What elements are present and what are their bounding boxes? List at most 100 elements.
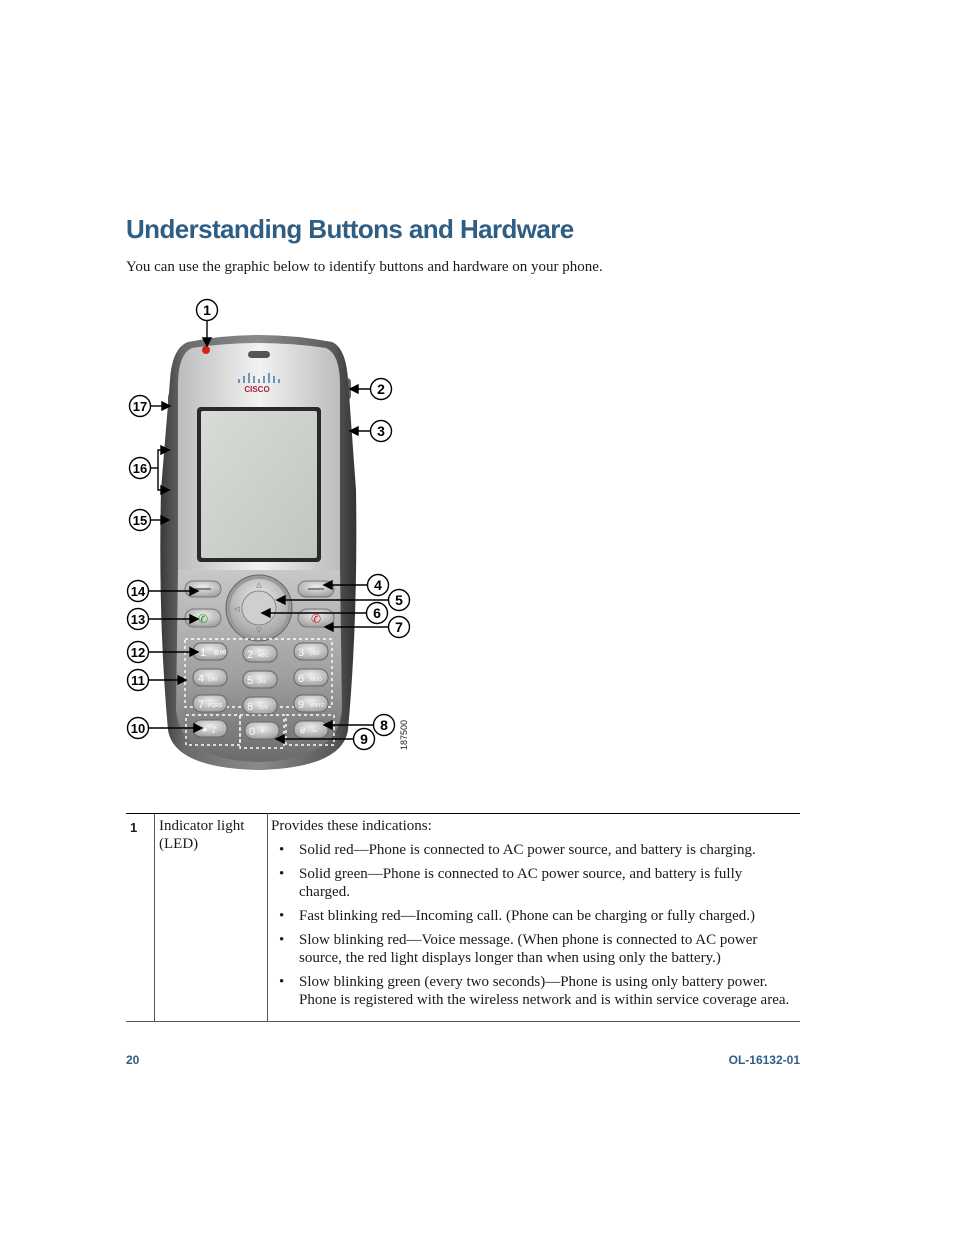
item-number: 1 [126,813,155,1022]
list-item: Slow blinking red—Voice message. (When p… [279,931,796,967]
key-3-letters: DEF [310,651,320,657]
answer-send-button [184,608,222,628]
keylock-icon: ⊸ [311,727,317,735]
callout-13 [126,607,150,631]
key-7 [192,694,228,713]
nav-left-arrow-icon: ◁ [234,605,240,613]
table-row: 1 Indicator light (LED) Provides these i… [126,813,800,1022]
list-item: Fast blinking red—Incoming call. (Phone … [279,907,796,925]
callout-7 [387,615,411,639]
key-9-label: 9 [298,699,304,711]
svg-text:8: 8 [380,717,388,733]
indicator-led [202,346,210,354]
bullet-list: Solid red—Phone is connected to AC power… [271,841,796,1009]
svg-text:10: 10 [131,721,145,736]
list-item: Solid red—Phone is connected to AC power… [279,841,796,859]
item-name: Indicator light (LED) [154,813,268,1022]
callout-12 [126,640,150,664]
nav-down-arrow-icon: ▽ [256,626,262,634]
callout-1 [195,298,219,322]
svg-text:9: 9 [360,731,368,747]
doc-id: OL-16132-01 [728,1053,800,1067]
callout-16 [128,456,152,480]
callout-8 [372,713,396,737]
display-screen [201,411,317,558]
phone-figure: CISCO △ ▽ ◁ ✆ ✆ 1 ⊚✉ 2 AB [118,290,428,780]
key-4-label: 4 [198,673,204,685]
svg-text:6: 6 [373,605,381,621]
key-1-label: 1 [200,647,206,659]
page-title: Understanding Buttons and Hardware [126,214,574,244]
key-3-label: 3 [298,647,304,659]
key-8 [242,696,278,715]
phone-green-icon: ✆ [198,612,208,626]
brand-label: CISCO [244,385,269,394]
list-item: Solid green—Phone is connected to AC pow… [279,865,796,901]
page-number: 20 [126,1053,140,1067]
key-pound [293,720,329,739]
key-5-letters: JKL [258,679,267,685]
key-5 [242,670,278,689]
svg-text:15: 15 [133,513,147,528]
key-7-letters: PQRS [208,703,223,709]
zero-key-highlight [239,714,285,749]
callout-4 [366,573,390,597]
svg-text:7: 7 [395,619,403,635]
svg-text:12: 12 [131,645,145,660]
key-8-letters: TUV [258,705,269,711]
key-6-label: 6 [298,673,304,685]
select-button [241,590,277,626]
svg-text:11: 11 [131,673,145,688]
callout-10 [126,716,150,740]
key-4 [192,668,228,687]
pound-key-highlight [285,714,335,746]
svg-text:13: 13 [131,612,145,627]
svg-text:14: 14 [131,584,146,599]
callout-6 [365,601,389,625]
key-pound-label: # [300,726,306,737]
callout-2 [369,377,393,401]
callout-5 [387,588,411,612]
key-2-label: 2 [247,649,253,661]
key-5-label: 5 [247,675,253,687]
figure-id: 187500 [399,719,409,750]
description-table: 1 Indicator light (LED) Provides these i… [126,813,800,1022]
intro-text: You can use the graphic below to identif… [126,259,603,275]
description-intro: Provides these indications: [271,818,432,834]
svg-text:17: 17 [133,399,147,414]
key-8-label: 8 [247,701,253,713]
key-2 [242,644,278,663]
keypad: 1 ⊚✉ 2 ABC 3 DEF 4 GHI 5 JKL 6 MNO 7 PQR… [192,642,329,740]
key-6 [293,668,329,687]
svg-text:4: 4 [374,577,382,593]
item-description: Provides these indications: Solid red—Ph… [267,813,800,1022]
key-6-letters: MNO [310,677,322,683]
callout-14 [126,579,150,603]
svg-text:5: 5 [395,592,403,608]
svg-text:2: 2 [377,381,385,397]
key-7-label: 7 [198,699,204,711]
callout-9 [352,727,376,751]
voicemail-icon: ⊚✉ [213,648,227,657]
callout-11 [126,668,150,692]
plus-icon: + [260,726,265,736]
callout-3 [369,419,393,443]
svg-text:3: 3 [377,423,385,439]
callout-17 [128,394,152,418]
svg-text:1: 1 [203,302,211,318]
key-0-label: 0 [249,726,255,738]
list-item: Slow blinking green (every two seconds)—… [279,973,796,1009]
key-9 [293,694,329,713]
key-4-letters: GHI [208,677,217,683]
callout-15 [128,508,152,532]
earpiece [248,351,270,358]
cisco-logo-icon [238,373,280,383]
key-9-letters: WXYZ [310,703,324,709]
phone-illustration: CISCO △ ▽ ◁ ✆ ✆ 1 ⊚✉ 2 AB [126,298,411,770]
star-ringer-icon: ✶ ♪ [201,726,217,736]
callouts: 1 2 3 4 5 6 7 [126,298,411,751]
svg-text:16: 16 [133,461,147,476]
phone-red-icon: ✆ [311,612,321,626]
key-0 [244,721,280,740]
key-2-letters: ABC [258,653,269,659]
